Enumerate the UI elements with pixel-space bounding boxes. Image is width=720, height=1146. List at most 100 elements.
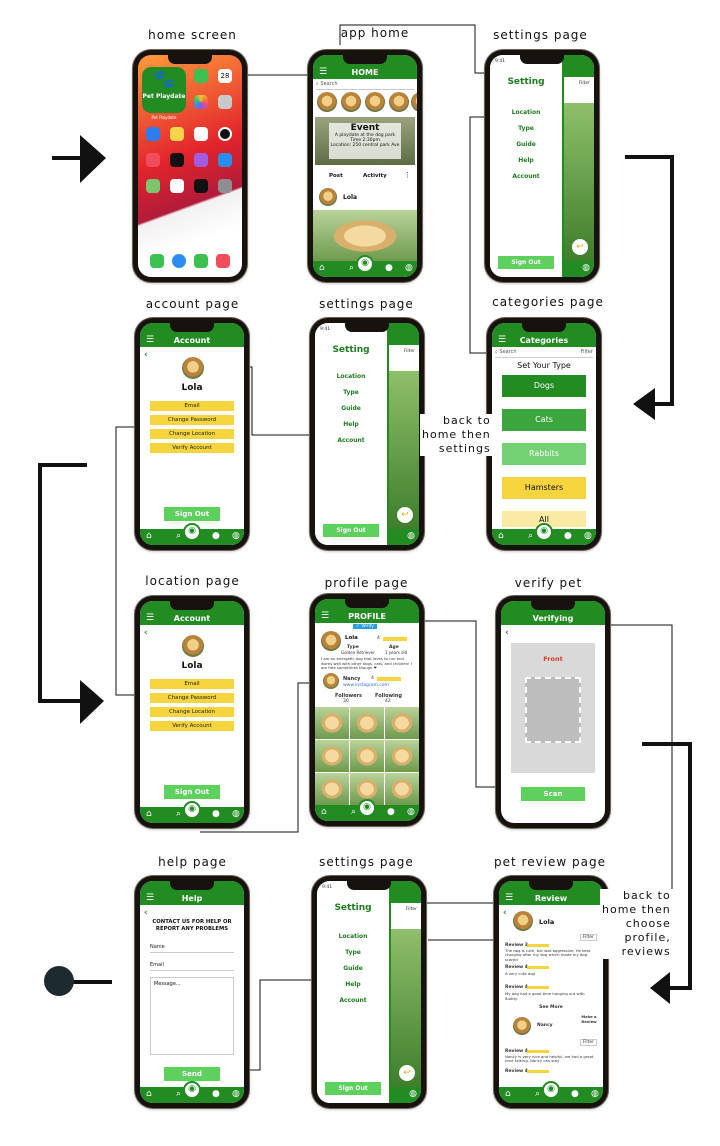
home-icon[interactable]: ⌂ bbox=[146, 809, 152, 819]
search-icon[interactable]: ⌕ bbox=[351, 807, 357, 817]
profile-icon[interactable]: ● bbox=[564, 531, 572, 541]
followers-label[interactable]: Followers bbox=[335, 693, 362, 699]
friend-avatar[interactable] bbox=[513, 1017, 531, 1035]
grid-photo[interactable] bbox=[315, 773, 349, 805]
home-icon[interactable]: ⌂ bbox=[321, 807, 327, 817]
grid-photo[interactable] bbox=[350, 740, 384, 772]
pet-playdate-app-icon[interactable]: 🐾 Pet Playdate bbox=[142, 67, 186, 113]
tv-icon[interactable] bbox=[170, 153, 184, 167]
settings-item-guide[interactable]: Guide bbox=[343, 965, 363, 972]
mail-icon[interactable] bbox=[146, 127, 160, 141]
chat-icon[interactable]: ◍ bbox=[407, 531, 415, 541]
chat-icon[interactable]: ◍ bbox=[409, 1089, 417, 1099]
menu-icon[interactable]: ☰ bbox=[146, 613, 155, 623]
wallet-icon[interactable] bbox=[194, 179, 208, 193]
back-icon[interactable]: ‹ bbox=[144, 350, 148, 360]
see-more-link[interactable]: See More bbox=[539, 1005, 563, 1010]
search-bar[interactable]: ⌕ Search bbox=[316, 81, 414, 90]
chat-icon[interactable]: ◍ bbox=[591, 1089, 599, 1099]
verify-account-button[interactable]: Verify Account bbox=[150, 721, 234, 731]
chat-icon[interactable]: ◍ bbox=[232, 531, 240, 541]
profile-icon[interactable]: ● bbox=[387, 807, 395, 817]
search-icon[interactable]: ⌕ bbox=[349, 263, 355, 273]
category-cats[interactable]: Cats bbox=[502, 409, 586, 431]
maps-icon[interactable] bbox=[146, 179, 160, 193]
post-avatar[interactable] bbox=[319, 188, 337, 206]
messages-icon[interactable] bbox=[194, 254, 208, 268]
event-card[interactable]: Event A playdate at the dog park Time 2:… bbox=[315, 117, 415, 165]
filter-label[interactable]: Filter bbox=[405, 907, 417, 912]
friend-name[interactable]: Nancy bbox=[537, 1023, 553, 1028]
change-password-button[interactable]: Change Password bbox=[150, 415, 234, 425]
settings-item-location[interactable]: Location bbox=[511, 109, 541, 116]
settings-item-guide[interactable]: Guide bbox=[341, 405, 361, 412]
podcasts-icon[interactable] bbox=[194, 153, 208, 167]
health-icon[interactable] bbox=[170, 179, 184, 193]
home-icon[interactable]: ⌂ bbox=[498, 531, 504, 541]
photos-icon[interactable] bbox=[194, 95, 208, 109]
following-label[interactable]: Following bbox=[375, 693, 402, 699]
filter-label[interactable]: Filter bbox=[578, 81, 590, 86]
settings-item-type[interactable]: Type bbox=[345, 949, 361, 956]
back-icon[interactable]: ‹ bbox=[505, 628, 509, 638]
sign-out-button[interactable]: Sign Out bbox=[164, 507, 220, 521]
grid-photo[interactable] bbox=[315, 740, 349, 772]
home-icon[interactable]: ⌂ bbox=[319, 263, 325, 273]
facetime-icon[interactable] bbox=[194, 69, 208, 83]
search-icon[interactable]: ⌕ bbox=[535, 1089, 541, 1099]
profile-icon[interactable]: ● bbox=[571, 1089, 579, 1099]
scan-button[interactable]: Scan bbox=[521, 787, 585, 801]
settings-item-guide[interactable]: Guide bbox=[516, 141, 536, 148]
email-button[interactable]: Email bbox=[150, 401, 234, 411]
menu-icon[interactable]: ☰ bbox=[146, 335, 155, 345]
settings-item-account[interactable]: Account bbox=[512, 173, 540, 180]
camera-icon[interactable]: ◉ bbox=[356, 255, 374, 273]
verify-account-button[interactable]: Verify Account bbox=[150, 443, 234, 453]
story-avatar[interactable] bbox=[317, 92, 337, 112]
clock-icon[interactable] bbox=[218, 127, 232, 141]
sign-out-button[interactable]: Sign Out bbox=[164, 785, 220, 799]
menu-icon[interactable]: ☰ bbox=[505, 893, 514, 903]
chat-icon[interactable]: ◍ bbox=[232, 1089, 240, 1099]
message-field[interactable]: Message... bbox=[150, 977, 234, 1055]
search-icon[interactable]: ⌕ bbox=[176, 531, 182, 541]
profile-avatar[interactable] bbox=[182, 635, 204, 657]
return-icon[interactable]: ↩ bbox=[399, 1065, 415, 1081]
chat-icon[interactable]: ◍ bbox=[582, 263, 590, 273]
search-icon[interactable]: ⌕ bbox=[176, 809, 182, 819]
grid-photo[interactable] bbox=[385, 707, 419, 739]
back-icon[interactable]: ‹ bbox=[144, 908, 148, 918]
return-icon[interactable]: ↩ bbox=[397, 507, 413, 523]
safari-icon[interactable] bbox=[172, 254, 186, 268]
menu-icon[interactable]: ☰ bbox=[319, 67, 328, 77]
change-password-button[interactable]: Change Password bbox=[150, 693, 234, 703]
post-username[interactable]: Lola bbox=[343, 194, 358, 201]
camera-icon[interactable]: ◉ bbox=[542, 1081, 560, 1099]
settings-item-type[interactable]: Type bbox=[343, 389, 359, 396]
home-icon[interactable]: ⌂ bbox=[505, 1089, 511, 1099]
back-icon[interactable]: ‹ bbox=[503, 908, 507, 918]
sign-out-button[interactable]: Sign Out bbox=[323, 524, 379, 537]
sign-out-button[interactable]: Sign Out bbox=[498, 256, 554, 269]
friend-link[interactable]: www.instagram.com bbox=[343, 683, 389, 688]
send-button[interactable]: Send bbox=[164, 1067, 220, 1081]
friend-avatar[interactable] bbox=[323, 673, 339, 689]
profile-icon[interactable]: ● bbox=[212, 531, 220, 541]
friend-name[interactable]: Nancy bbox=[343, 676, 361, 682]
story-avatar[interactable] bbox=[365, 92, 385, 112]
profile-icon[interactable]: ● bbox=[212, 809, 220, 819]
settings-gear-icon[interactable] bbox=[218, 179, 232, 193]
grid-photo[interactable] bbox=[315, 707, 349, 739]
make-review-link[interactable]: Make a Review bbox=[581, 1014, 597, 1024]
pet-avatar[interactable] bbox=[513, 911, 533, 931]
settings-item-help[interactable]: Help bbox=[345, 981, 361, 988]
settings-item-help[interactable]: Help bbox=[343, 421, 359, 428]
camera-icon[interactable]: ◉ bbox=[183, 801, 201, 819]
story-avatar[interactable] bbox=[341, 92, 361, 112]
profile-avatar[interactable] bbox=[321, 631, 341, 651]
profile-icon[interactable]: ● bbox=[385, 263, 393, 273]
chat-icon[interactable]: ◍ bbox=[584, 531, 592, 541]
grid-photo[interactable] bbox=[350, 707, 384, 739]
app-store-icon[interactable] bbox=[218, 153, 232, 167]
